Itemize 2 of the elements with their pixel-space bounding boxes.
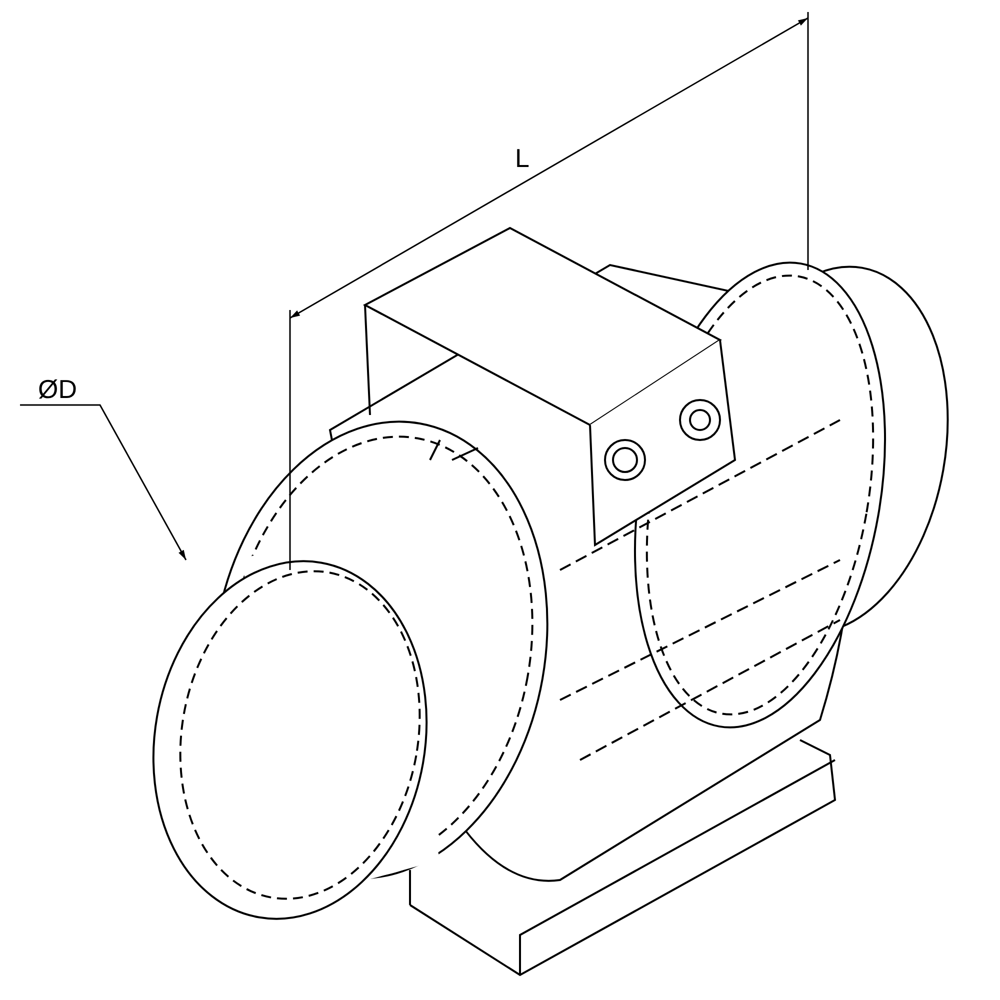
dimension-label: ØD <box>38 376 77 402</box>
dimension-label: L <box>515 145 530 171</box>
